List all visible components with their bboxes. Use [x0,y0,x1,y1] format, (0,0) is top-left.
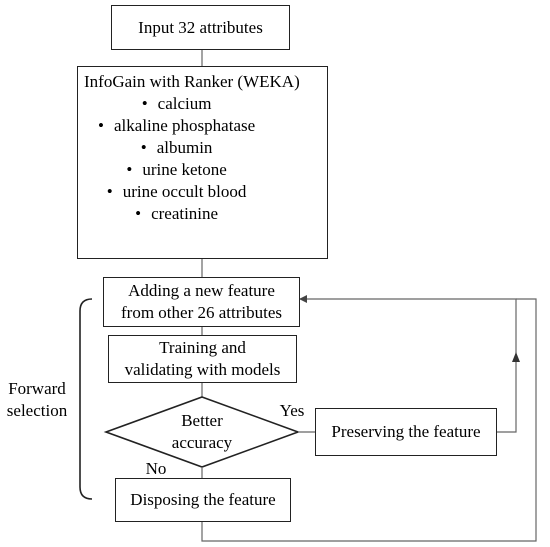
training-line-2: validating with models [124,360,281,379]
forward-selection-bracket [79,298,93,500]
training-line-1: Training and [159,338,246,357]
input-label: Input 32 attributes [138,17,263,37]
attribute-item: •alkaline phosphatase [84,115,255,137]
preserving-label: Preserving the feature [331,422,481,441]
edge-preserving-loop [299,295,517,433]
bullet-icon: • [126,160,133,179]
attribute-item: •albumin [84,137,255,159]
attribute-item: •urine ketone [84,159,255,181]
attribute-item: •calcium [84,93,255,115]
infogain-box: InfoGain with Ranker (WEKA) •calcium •al… [77,66,328,259]
bullet-icon: • [98,116,104,135]
forward-line-2: selection [6,401,68,420]
adding-line-2: from other 26 attributes [121,303,282,322]
bullet-icon: • [140,138,147,157]
adding-line-1: Adding a new feature [128,281,275,300]
decision-label: Better accuracy [142,410,262,454]
forward-line-1: Forward [8,379,66,398]
training-box: Training and validating with models [108,335,297,383]
attribute-item: •urine occult blood [84,181,255,203]
disposing-label: Disposing the feature [130,490,276,509]
input-box: Input 32 attributes [111,5,290,50]
yes-label: Yes [279,401,305,420]
bullet-icon: • [141,94,148,113]
bullet-icon: • [106,182,113,201]
loop-up-arrow [512,352,520,362]
disposing-feature-box: Disposing the feature [115,478,291,522]
no-label: No [145,459,167,478]
bullet-icon: • [135,204,142,223]
attribute-list: •calcium •alkaline phosphatase •albumin … [84,93,255,225]
edge-disposing-loop [201,298,537,542]
attribute-item: •creatinine [84,203,255,225]
infogain-title: InfoGain with Ranker (WEKA) [84,72,300,91]
decision-line-2: accuracy [171,433,233,452]
adding-feature-box: Adding a new feature from other 26 attri… [103,277,300,327]
forward-selection-label: Forward selection [2,378,72,422]
preserving-feature-box: Preserving the feature [315,408,497,456]
decision-line-1: Better [181,411,223,430]
